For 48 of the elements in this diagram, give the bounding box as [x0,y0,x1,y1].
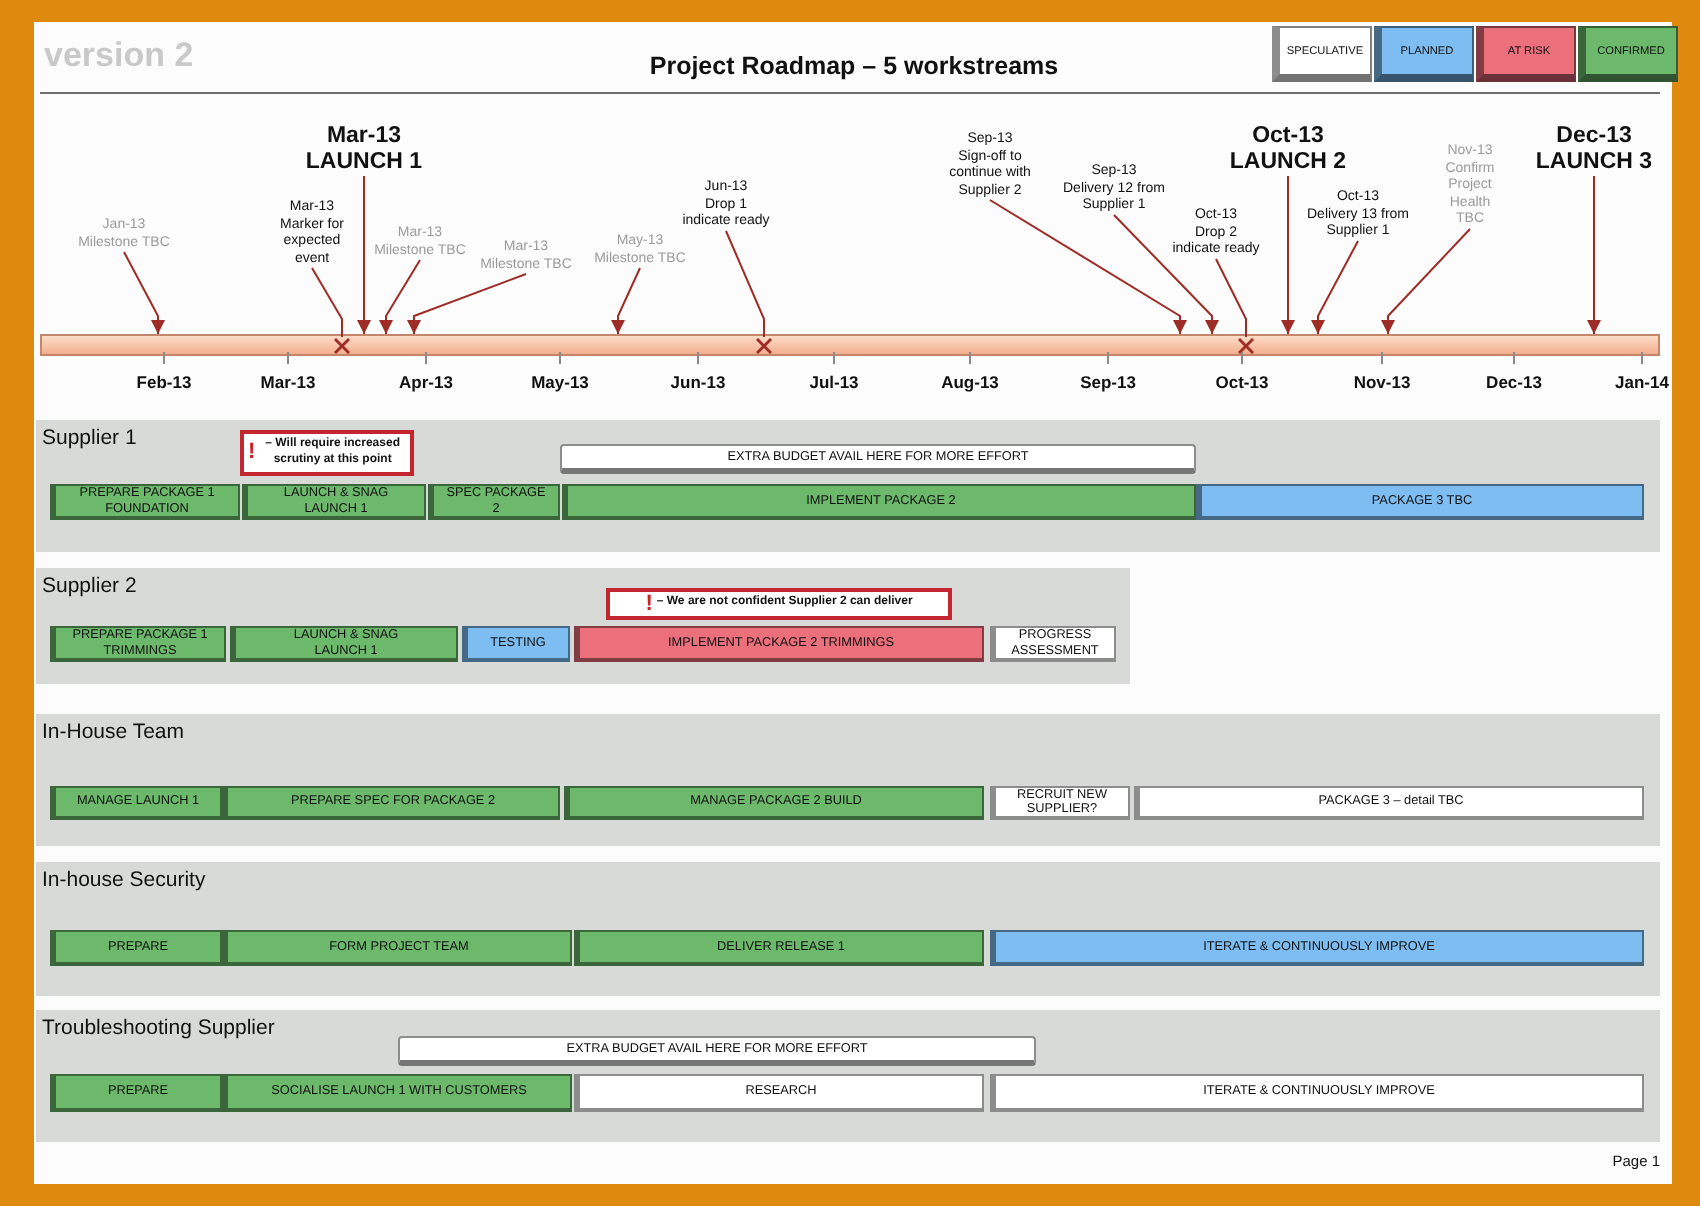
leader-line [725,230,765,338]
exclamation-mark: ! [645,593,653,615]
leader-line [611,267,641,335]
swimlane [36,862,1660,996]
leader-line [1215,258,1247,338]
month-label: Nov-13 [1353,372,1411,392]
month-label: Jan-14 [1615,372,1669,392]
lane-title: In-house Security [42,868,206,892]
milestone-label: Mar-13 LAUNCH 1 [304,124,424,176]
month-label: Jul-13 [809,372,859,392]
cross-icon [334,337,350,353]
lane-title: In-House Team [42,720,185,744]
leader-line [1113,214,1219,335]
swimlane [36,714,1660,846]
cross-icon [1238,337,1254,353]
milestone-label: Oct-13 LAUNCH 2 [1228,124,1348,176]
cross-icon [756,337,772,353]
month-label: Jun-13 [670,372,726,392]
diagram-title: Project Roadmap – 5 workstreams [649,52,1059,80]
leader-line [1311,240,1359,335]
leader-line [1381,228,1471,335]
lane-title: Supplier 1 [42,426,137,450]
month-label: Oct-13 [1215,372,1269,392]
month-label: May-13 [531,372,589,392]
leader-line [1281,175,1295,335]
month-label: Feb-13 [136,372,192,392]
callout-box [606,588,952,620]
leader-line [311,267,343,338]
leader-line [407,273,527,335]
lane-title: Supplier 2 [42,574,137,598]
swimlane [36,420,1660,552]
timeline-bar [40,334,1660,356]
exclamation-mark: ! [248,442,256,464]
swimlane [36,1010,1660,1142]
leader-line [357,175,371,335]
leader-line [989,199,1187,335]
month-label: Dec-13 [1486,372,1542,392]
month-label: Apr-13 [399,372,453,392]
swimlane [36,568,1130,684]
lane-title: Troubleshooting Supplier [42,1016,275,1040]
leader-line [379,259,421,335]
leader-line [123,251,165,335]
leader-line [1587,175,1601,335]
month-label: Mar-13 [260,372,316,392]
month-label: Aug-13 [941,372,999,392]
month-label: Sep-13 [1080,372,1136,392]
callout-box [240,430,414,476]
milestone-label: Dec-13 LAUNCH 3 [1534,124,1654,176]
